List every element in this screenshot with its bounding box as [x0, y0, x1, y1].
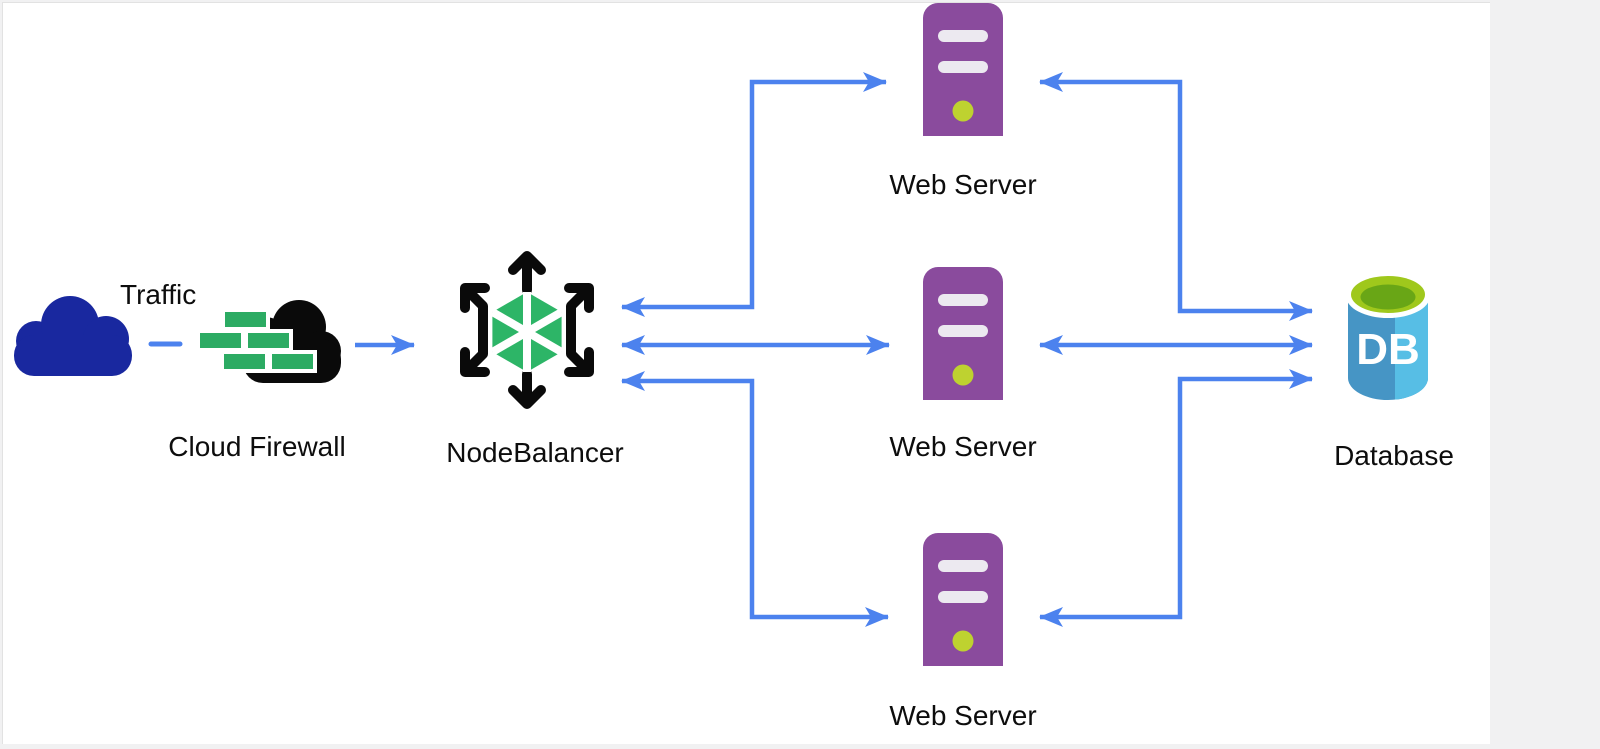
cloud-firewall-label: Cloud Firewall	[168, 431, 346, 462]
cloud-shape	[14, 296, 132, 376]
database-label: Database	[1334, 440, 1454, 471]
nodebalancer-label: NodeBalancer	[446, 437, 624, 468]
server-slot	[938, 325, 988, 337]
nodebalancer-spokes	[490, 292, 564, 372]
cloud-icon	[14, 296, 132, 376]
server-slot	[938, 30, 988, 42]
web-server-1-label: Web Server	[889, 169, 1037, 200]
link-nodebalancer-webserver3	[621, 371, 889, 627]
node-web-server-1	[923, 3, 1003, 136]
node-cloud-firewall	[195, 295, 345, 387]
server-slot	[938, 61, 988, 73]
web-server-2-label: Web Server	[889, 431, 1037, 462]
node-traffic	[8, 285, 138, 378]
nodebalancer-arrows	[460, 251, 594, 409]
node-database: DB	[1337, 272, 1439, 406]
firewall-bricks	[196, 308, 317, 373]
link-webserver1-database	[1039, 72, 1313, 321]
link-nodebalancer-webserver1	[621, 72, 887, 317]
node-web-server-2	[923, 267, 1003, 400]
server-slot	[938, 560, 988, 572]
server-led	[952, 100, 974, 122]
hexagon-arrows-icon	[460, 251, 594, 409]
server-tower-icon	[923, 267, 1003, 400]
database-top-inner	[1360, 284, 1416, 310]
server-slot	[938, 591, 988, 603]
server-led	[952, 364, 974, 386]
server-tower-icon	[923, 3, 1003, 136]
server-slot	[938, 294, 988, 306]
server-led	[952, 630, 974, 652]
node-web-server-3	[923, 533, 1003, 666]
traffic-label: Traffic	[120, 279, 197, 310]
server-tower-icon	[923, 533, 1003, 666]
firewall-brick-cloud-icon	[196, 300, 341, 383]
web-server-3-label: Web Server	[889, 700, 1037, 731]
link-webserver3-database	[1039, 369, 1313, 627]
node-nodebalancer	[447, 244, 607, 416]
database-badge: DB	[1356, 325, 1420, 374]
database-cylinder-icon: DB	[1346, 274, 1430, 400]
